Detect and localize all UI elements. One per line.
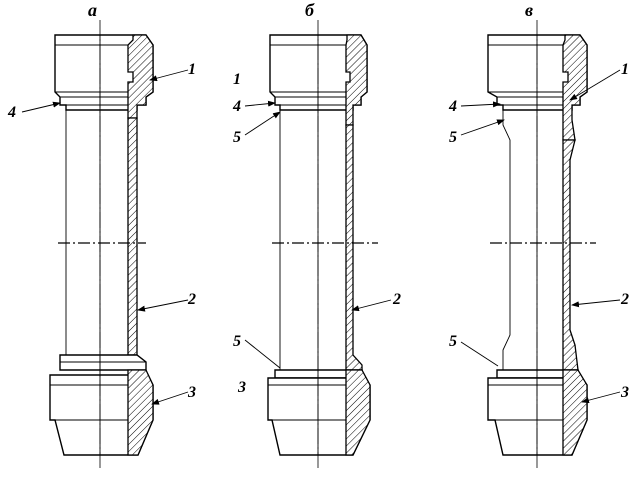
variant-b-callout-5-top: 5 <box>233 129 241 146</box>
variant-a-bottom-joint <box>59 354 147 371</box>
variant-b-letter: б <box>305 0 315 20</box>
variant-c-callout-4: 4 <box>448 98 457 115</box>
variant-c-callout-5-top: 5 <box>449 129 457 146</box>
variant-c-callout-5-bottom: 5 <box>449 333 457 350</box>
variant-a-letter: а <box>88 0 97 20</box>
variant-b <box>267 20 378 470</box>
variant-b-callout-5-bottom: 5 <box>233 333 241 350</box>
variant-c-letter: в <box>525 0 533 20</box>
variant-b-callout-2: 2 <box>392 291 401 308</box>
variant-b-callout-1: 1 <box>233 71 241 88</box>
variant-c-callout-3: 3 <box>620 384 629 401</box>
variant-a-callout-3: 3 <box>187 384 196 401</box>
leader-lines <box>21 69 621 405</box>
variant-a-callout-1: 1 <box>188 61 196 78</box>
variant-a-callout-4: 4 <box>7 104 16 121</box>
variant-a <box>49 20 154 470</box>
variant-c <box>487 20 596 470</box>
variant-b-callout-3: 3 <box>237 379 246 396</box>
variant-a-callout-2: 2 <box>187 291 196 308</box>
variant-b-callout-4: 4 <box>232 98 241 115</box>
variant-c-callout-2: 2 <box>620 291 629 308</box>
variant-c-callout-1: 1 <box>621 61 629 78</box>
